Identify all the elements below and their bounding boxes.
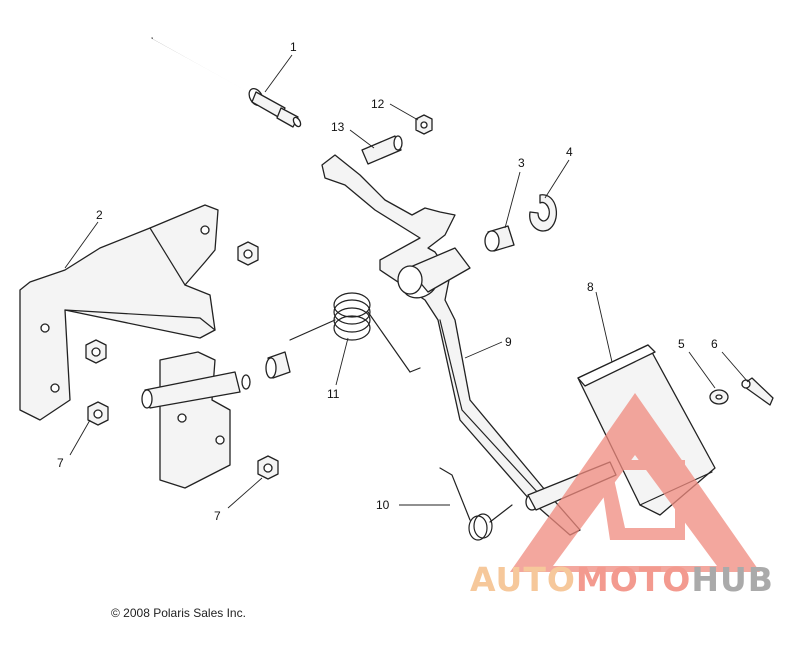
callout-8: 8 — [587, 280, 594, 294]
part-2-bracket — [19, 204, 251, 489]
part-3-bushing — [484, 225, 515, 252]
callout-labels: 1 2 3 4 5 6 7 7 8 9 10 11 12 13 — [57, 40, 718, 523]
part-4-clip — [529, 194, 558, 232]
part-10-spring — [439, 467, 513, 541]
watermark-moto: MOTO — [575, 560, 692, 599]
leader-lines — [64, 54, 749, 509]
watermark-hub: HUB — [691, 560, 774, 599]
part-5-washer — [709, 389, 729, 405]
callout-1: 1 — [290, 40, 297, 54]
callout-2: 2 — [96, 208, 103, 222]
part-13-pin — [361, 135, 403, 165]
part-9-pedal-arm — [321, 154, 617, 536]
part-12-nut — [415, 114, 433, 135]
callout-3: 3 — [518, 156, 525, 170]
copyright-notice: © 2008 Polaris Sales Inc. — [111, 606, 246, 620]
part-1-cable — [151, 37, 302, 128]
watermark-logo-text: AUTOMOTOHUB — [470, 560, 774, 599]
callout-5: 5 — [678, 337, 685, 351]
callout-13: 13 — [331, 120, 345, 134]
part-7-nuts — [85, 241, 279, 480]
callout-6: 6 — [711, 337, 718, 351]
watermark-triangle-logo — [510, 393, 760, 572]
callout-11: 11 — [327, 387, 340, 401]
callout-7-bottom: 7 — [214, 509, 221, 523]
part-6-cotter-pin — [741, 377, 774, 406]
part-11-spring — [289, 292, 421, 373]
watermark-auto: AUTO — [470, 560, 576, 599]
callout-4: 4 — [566, 145, 573, 159]
callout-12: 12 — [371, 97, 385, 111]
callout-9: 9 — [505, 335, 512, 349]
callout-10: 10 — [376, 498, 390, 512]
callout-7-left: 7 — [57, 456, 64, 470]
shaft-bushing — [265, 351, 291, 379]
